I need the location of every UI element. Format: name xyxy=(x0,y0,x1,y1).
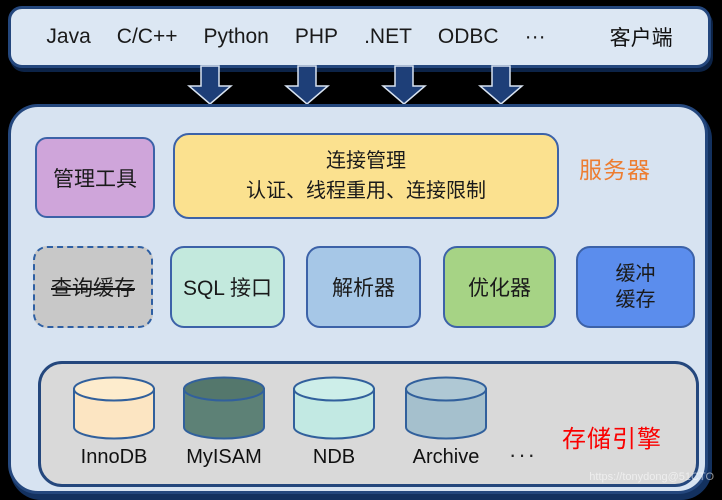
query-cache-label: 查询缓存 xyxy=(51,277,135,300)
client-language: Python xyxy=(203,25,269,48)
database-cylinder-icon xyxy=(293,376,375,440)
down-arrow-icon xyxy=(187,65,233,105)
connection-subtitle: 认证、线程重用、连接限制 xyxy=(246,180,486,202)
down-arrow-icon xyxy=(284,65,330,105)
sql-interface-box: SQL 接口 xyxy=(170,246,285,328)
storage-engine-archive: Archive xyxy=(391,376,501,469)
connection-title: 连接管理 xyxy=(326,150,406,172)
admin-tools-label: 管理工具 xyxy=(53,167,137,191)
client-language: C/C++ xyxy=(116,25,178,48)
database-cylinder-icon xyxy=(405,376,487,440)
client-language: .NET xyxy=(364,25,412,48)
parser-box: 解析器 xyxy=(306,246,421,328)
server-box: 管理工具 连接管理 认证、线程重用、连接限制 服务器 查询缓存 SQL 接口 解… xyxy=(8,104,708,494)
buffer-cache-box: 缓冲 缓存 xyxy=(576,246,695,328)
ellipsis-more: ··· xyxy=(524,25,546,48)
optimizer-label: 优化器 xyxy=(468,277,531,300)
buffer-cache-line1: 缓冲 xyxy=(615,263,656,285)
watermark: https://tonydong@51CTO xyxy=(589,471,714,483)
storage-engines-box: InnoDB MyISAM NDB Archive ··· 存储引擎 xyxy=(38,361,699,487)
parser-label: 解析器 xyxy=(332,277,395,300)
server-title: 服务器 xyxy=(579,157,651,183)
optimizer-box: 优化器 xyxy=(443,246,556,328)
ellipsis-more: ··· xyxy=(509,442,537,467)
buffer-cache-line2: 缓存 xyxy=(615,289,656,311)
engine-name: Archive xyxy=(412,446,480,468)
storage-engine-innodb: InnoDB xyxy=(59,376,169,469)
engine-name: MyISAM xyxy=(186,446,262,468)
down-arrow-icon xyxy=(381,65,427,105)
database-cylinder-icon xyxy=(73,376,155,440)
client-language: PHP xyxy=(294,25,339,48)
engine-name: NDB xyxy=(312,446,356,468)
connection-management-box: 连接管理 认证、线程重用、连接限制 xyxy=(173,133,559,219)
storage-engine-ndb: NDB xyxy=(279,376,389,469)
database-cylinder-icon xyxy=(183,376,265,440)
engine-name: InnoDB xyxy=(80,446,148,468)
client-language: Java xyxy=(46,25,91,48)
client-languages: Java C/C++ Python PHP .NET ODBC ··· 客户端 xyxy=(46,22,672,52)
query-cache-box: 查询缓存 xyxy=(33,246,153,328)
sql-interface-label: SQL 接口 xyxy=(182,277,273,300)
client-title: 客户端 xyxy=(609,27,673,50)
storage-engines-title: 存储引擎 xyxy=(562,426,662,453)
storage-engine-myisam: MyISAM xyxy=(169,376,279,469)
client-box: Java C/C++ Python PHP .NET ODBC ··· 客户端 xyxy=(8,6,711,68)
client-language: ODBC xyxy=(437,25,499,48)
down-arrow-icon xyxy=(478,65,524,105)
admin-tools-box: 管理工具 xyxy=(35,137,155,218)
